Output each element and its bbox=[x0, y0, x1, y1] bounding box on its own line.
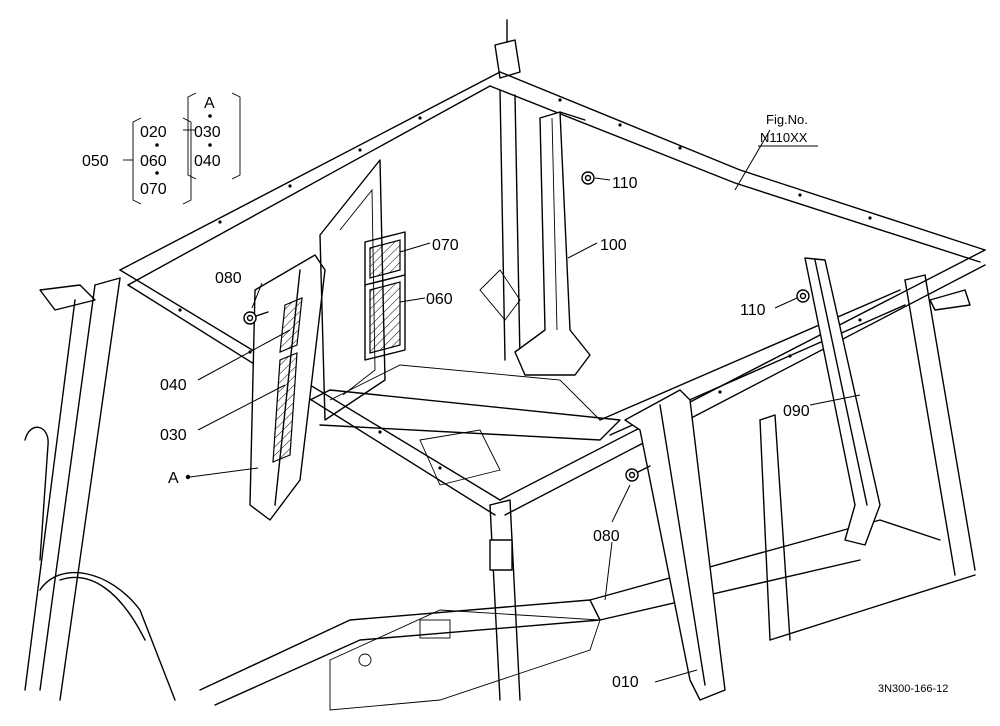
legend-item-070: 070 bbox=[140, 181, 167, 198]
part-070-panel bbox=[364, 231, 406, 286]
callout-080-bottom: 080 bbox=[593, 528, 620, 545]
fig-no-value: N110XX bbox=[760, 130, 808, 145]
figure-number: Fig.No. N110XX bbox=[758, 112, 818, 147]
callout-060: 060 bbox=[426, 291, 453, 308]
callout-labels: 070 060 110 100 110 090 080 040 030 A 08… bbox=[160, 175, 810, 691]
part-030-panel bbox=[272, 352, 298, 463]
leader-lines bbox=[189, 129, 861, 683]
part-090-right-pillar bbox=[804, 257, 881, 546]
callout-110-right: 110 bbox=[740, 302, 766, 319]
ref-a-dot bbox=[185, 474, 191, 480]
rear-inner-pillar bbox=[319, 159, 386, 421]
part-060-panel bbox=[364, 274, 406, 361]
fastener-110-top bbox=[581, 171, 595, 185]
part-010-front-pillar bbox=[624, 389, 726, 701]
legend-item-060: 060 bbox=[140, 153, 167, 170]
fastener-110-right bbox=[796, 289, 810, 303]
drawing-code: 3N300-166-12 bbox=[878, 683, 948, 695]
callout-030: 030 bbox=[160, 427, 187, 444]
legend-item-020: 020 bbox=[140, 124, 167, 141]
callout-ref-a: A bbox=[168, 470, 179, 487]
kit-legend: 050 020 060 070 A 030 040 bbox=[82, 92, 241, 205]
fastener-080-bottom bbox=[625, 465, 651, 482]
fig-no-label: Fig.No. bbox=[766, 112, 808, 127]
legend-ref-a: A bbox=[204, 95, 215, 112]
callout-040: 040 bbox=[160, 377, 187, 394]
legend-sub-040: 040 bbox=[194, 153, 221, 170]
fastener-080-top bbox=[243, 311, 269, 325]
part-040-panel bbox=[279, 297, 303, 353]
callout-100: 100 bbox=[600, 237, 627, 254]
callout-070: 070 bbox=[432, 237, 459, 254]
legend-sub-030: 030 bbox=[194, 124, 221, 141]
part-100-rear-pillar bbox=[514, 111, 591, 376]
legend-parent-050: 050 bbox=[82, 153, 109, 170]
callout-010: 010 bbox=[612, 674, 639, 691]
callout-110-top: 110 bbox=[612, 175, 638, 192]
callout-090: 090 bbox=[783, 403, 810, 420]
callout-080-top: 080 bbox=[215, 270, 242, 287]
